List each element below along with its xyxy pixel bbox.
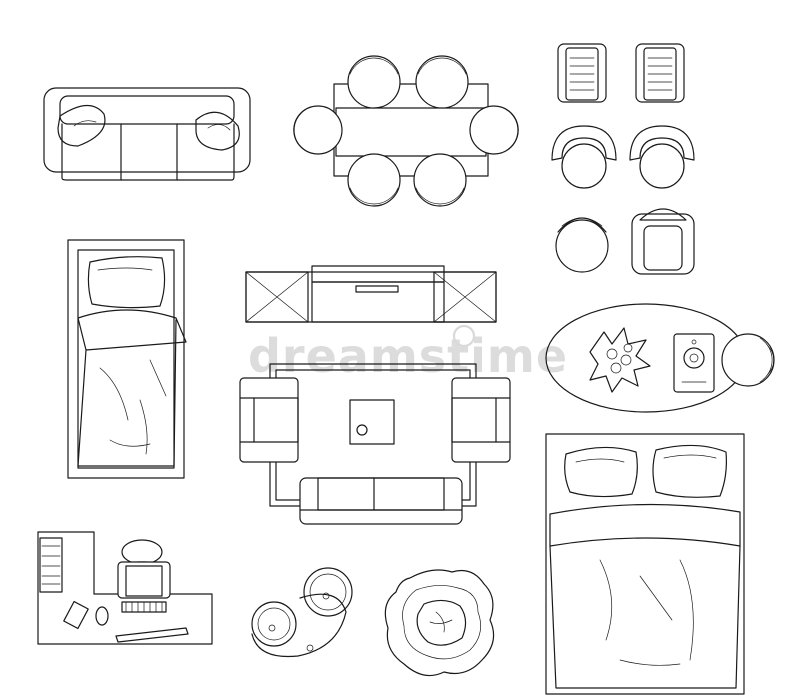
double-bed bbox=[545, 433, 745, 695]
watermark-text: dreamstime bbox=[248, 329, 568, 383]
round-chair-pair bbox=[551, 125, 695, 189]
watermark: dreamstime bbox=[248, 324, 568, 383]
three-seat-sofa bbox=[43, 87, 251, 181]
potted-plant bbox=[384, 569, 495, 677]
round-side-tables bbox=[251, 567, 353, 658]
living-room-set-with-rug bbox=[239, 363, 511, 525]
tv-media-console bbox=[245, 265, 497, 323]
office-desk bbox=[37, 531, 213, 645]
single-bed bbox=[67, 239, 187, 479]
dining-table-six-chairs bbox=[293, 55, 519, 207]
armchair-pair-top bbox=[557, 43, 685, 103]
oval-coffee-table bbox=[545, 303, 775, 413]
tub-chair-pair bbox=[555, 208, 695, 275]
